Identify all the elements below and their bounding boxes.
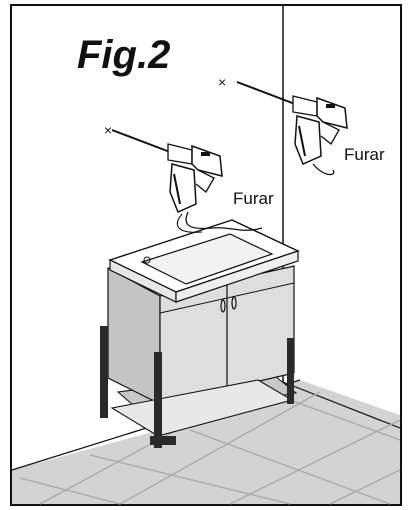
vanity-cabinet <box>100 219 300 448</box>
drill-icon <box>111 129 263 233</box>
cabinet-legs <box>100 326 294 448</box>
floor-tile-lines <box>19 391 401 505</box>
figure-title: Fig.2 <box>77 33 170 77</box>
basin-bowl <box>140 233 274 285</box>
drill-mark-right: × <box>218 74 226 90</box>
door-handle-left <box>220 299 226 313</box>
drill-mark-left: × <box>104 122 112 138</box>
drill-label-left: Furar <box>233 189 274 208</box>
floor-wall-edge-right <box>282 381 401 429</box>
drill-label-right: Furar <box>344 145 385 164</box>
drill-icon <box>236 81 348 176</box>
faucet-hole <box>143 256 151 264</box>
door-handle-right <box>231 296 237 310</box>
floor <box>12 380 400 504</box>
